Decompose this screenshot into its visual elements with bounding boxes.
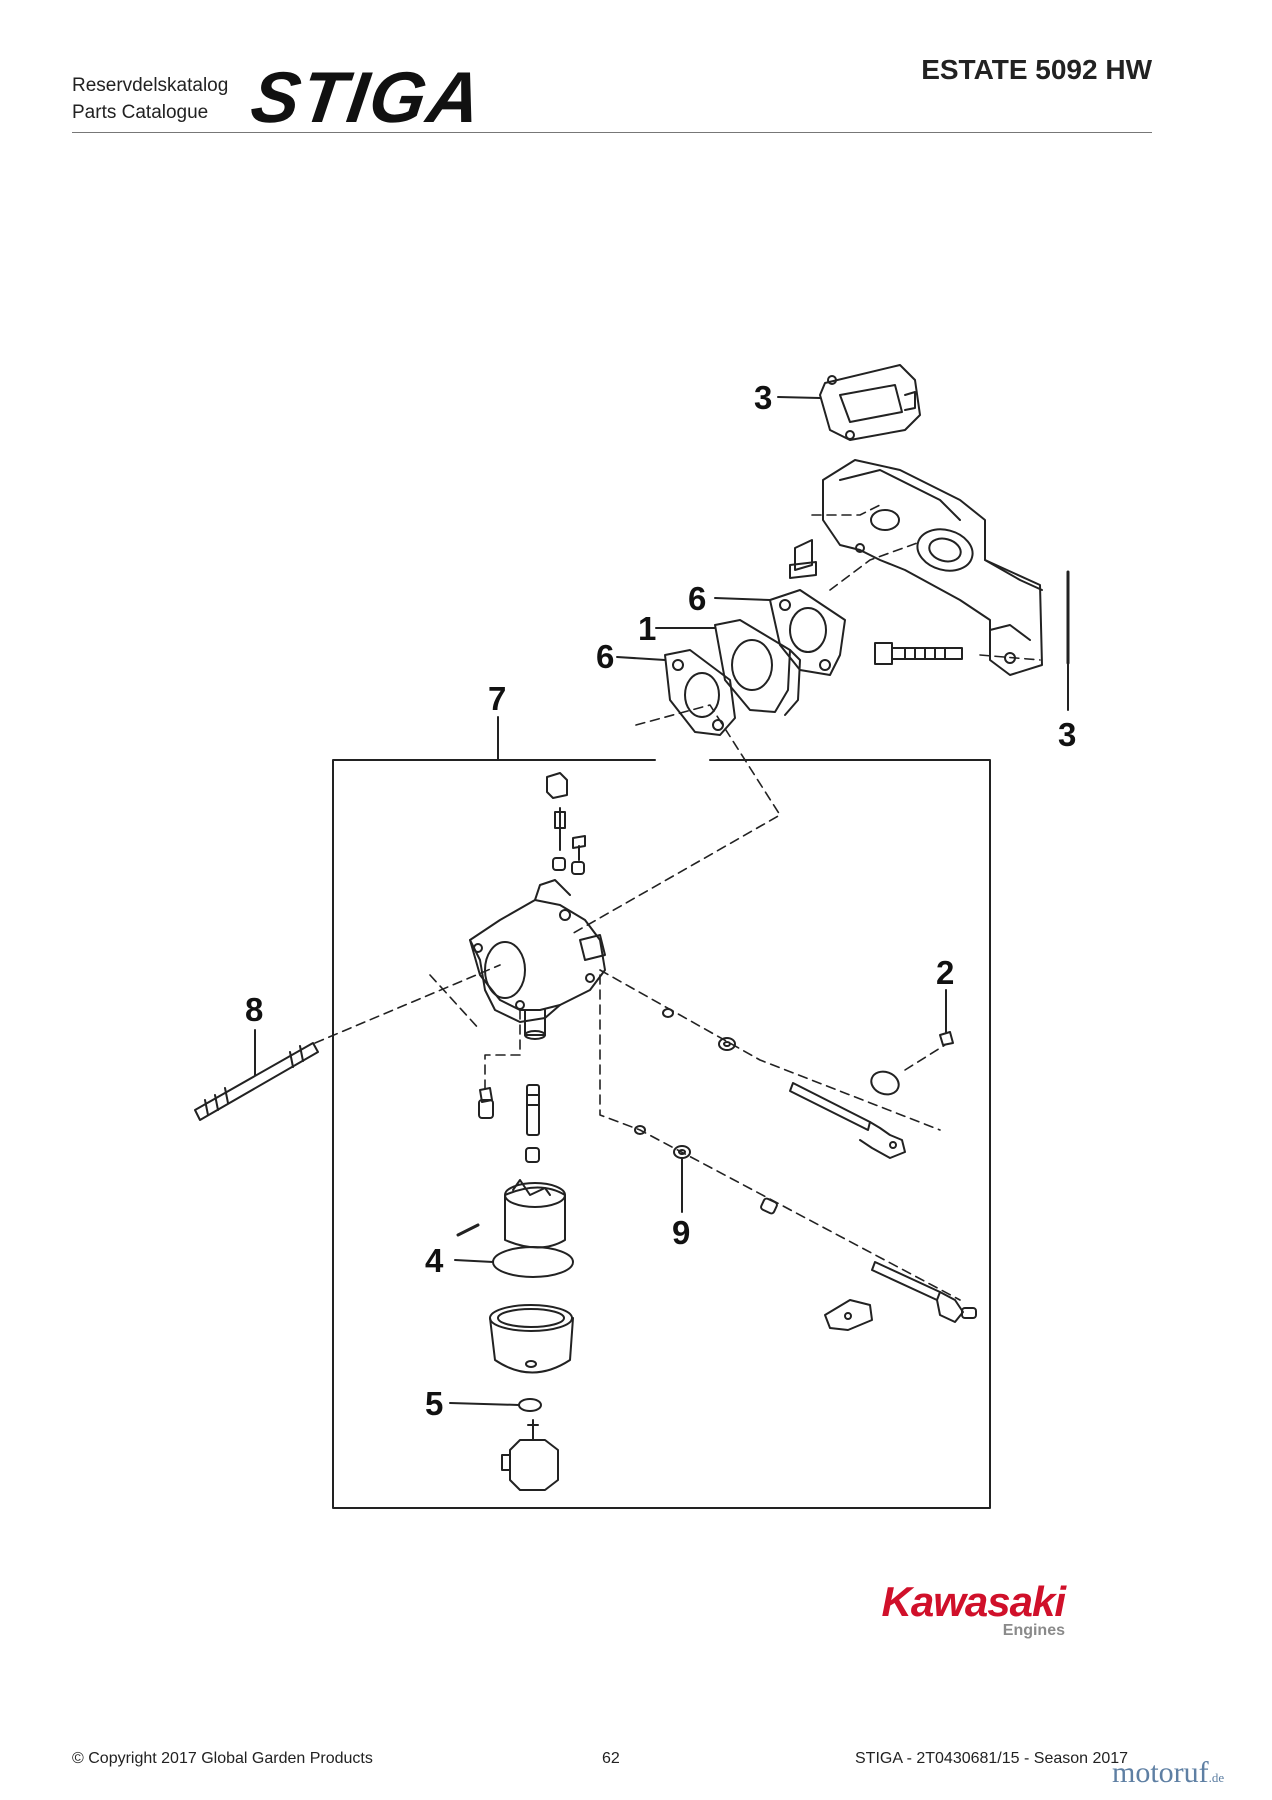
pilot-needle xyxy=(554,807,566,851)
callout-6-right: 6 xyxy=(688,580,706,617)
float-bowl xyxy=(489,1304,574,1374)
callout-8: 8 xyxy=(245,991,263,1028)
main-nozzle xyxy=(526,1084,540,1136)
part-2-throttle-plate-screw xyxy=(939,1031,954,1046)
part-4-float-bowl-gasket xyxy=(492,1246,574,1278)
main-jet xyxy=(525,1147,540,1163)
leader-4 xyxy=(454,1259,494,1263)
pilot-screw-cap xyxy=(546,772,568,799)
callout-3-top: 3 xyxy=(754,379,772,416)
manifold-bolt-short xyxy=(789,539,817,579)
footer-copyright: © Copyright 2017 Global Garden Products xyxy=(72,1750,373,1767)
idle-adjust-screw xyxy=(478,1087,494,1119)
part-8-mounting-stud xyxy=(194,1042,319,1121)
leader-6-left xyxy=(616,656,666,661)
callout-1: 1 xyxy=(638,610,656,647)
part-3-intake-gasket xyxy=(819,364,921,441)
throttle-seal-washer xyxy=(718,1037,736,1051)
kawasaki-logo: Kawasaki Engines xyxy=(855,1578,1066,1640)
carburetor-body xyxy=(469,879,606,1040)
model-title: ESTATE 5092 HW xyxy=(921,54,1152,85)
callout-6-left: 6 xyxy=(596,638,614,675)
watermark-suffix: .de xyxy=(1208,1770,1225,1785)
catalogue-title: Reservdelskatalog Parts Catalogue xyxy=(72,72,228,126)
choke-shaft xyxy=(871,1261,977,1323)
kawasaki-logo-name: Kawasaki xyxy=(881,1578,1066,1625)
motoruf-watermark: motoruf.de xyxy=(1112,1756,1224,1790)
throttle-seal-small xyxy=(662,1008,674,1018)
throttle-shaft xyxy=(789,1082,906,1159)
throttle-plate xyxy=(870,1070,900,1096)
assembly-box-frame xyxy=(332,759,991,1509)
choke-spring xyxy=(760,1197,778,1215)
float-pin xyxy=(456,1223,480,1237)
float xyxy=(504,1179,566,1249)
part-5-bowl-washer xyxy=(518,1398,542,1412)
leader-5 xyxy=(449,1402,520,1406)
fuel-cut-solenoid xyxy=(501,1419,559,1491)
choke-plate xyxy=(824,1299,873,1331)
callout-4: 4 xyxy=(425,1242,444,1279)
leader-6-right xyxy=(714,597,771,601)
watermark-name: motoruf xyxy=(1112,1756,1209,1789)
callout-2: 2 xyxy=(936,954,954,991)
intake-manifold xyxy=(822,459,1043,676)
callout-5: 5 xyxy=(425,1385,443,1422)
footer-document-id: STIGA - 2T0430681/15 - Season 2017 xyxy=(855,1750,1129,1767)
part-6-gasket-left xyxy=(664,649,736,736)
choke-seal-small xyxy=(634,1125,646,1135)
kawasaki-logo-sub: Engines xyxy=(1002,1622,1065,1639)
catalogue-title-swedish: Reservdelskatalog xyxy=(72,75,229,96)
part-6-gasket-right xyxy=(769,589,846,676)
callout-9: 9 xyxy=(672,1214,690,1251)
small-screw xyxy=(572,835,586,861)
callout-7: 7 xyxy=(488,680,506,717)
part-1-insulator xyxy=(714,619,801,716)
assembly-dashed-lines xyxy=(314,504,1041,1301)
manifold-bolt-long xyxy=(874,642,963,665)
callout-3-right: 3 xyxy=(1058,716,1076,753)
leader-3-top xyxy=(777,396,821,399)
catalogue-title-english: Parts Catalogue xyxy=(72,102,209,123)
footer-page-number: 62 xyxy=(602,1750,620,1767)
small-spring-caps xyxy=(552,857,585,875)
header-divider xyxy=(72,132,1152,133)
